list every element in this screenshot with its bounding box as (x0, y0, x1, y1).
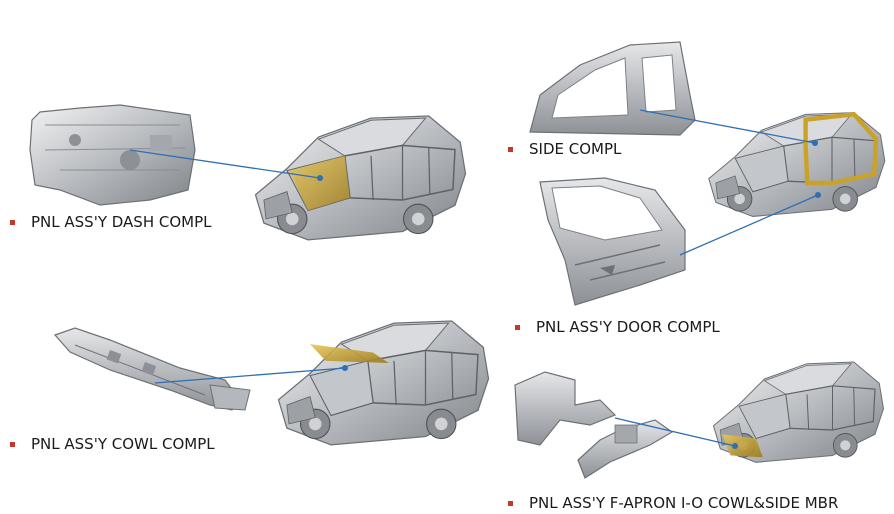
side-label-text: SIDE COMPL (529, 140, 622, 158)
dash-connector (129, 149, 321, 179)
side-panel-icon (529, 41, 696, 136)
car-body-icon (708, 111, 886, 218)
door-label-text: PNL ASS'Y DOOR COMPL (536, 318, 720, 336)
side-connector (639, 109, 816, 144)
car-body-icon (712, 361, 885, 463)
dash-label-text: PNL ASS'Y DASH COMPL (31, 213, 212, 231)
apron-label-text: PNL ASS'Y F-APRON I-O COWL&SIDE MBR (529, 494, 839, 512)
side-connector-dot (812, 140, 818, 146)
apron-connector-dot (732, 443, 738, 449)
dash-label: PNL ASS'Y DASH COMPL (10, 213, 212, 231)
door-connector (679, 194, 819, 256)
apron-label: PNL ASS'Y F-APRON I-O COWL&SIDE MBR (508, 494, 838, 512)
door-connector-dot (815, 192, 821, 198)
door-panel-icon (539, 177, 686, 306)
apron-connector (614, 417, 736, 447)
side-label: SIDE COMPL (508, 140, 621, 158)
cowl-panel-icon (53, 327, 251, 411)
bullet-marker (508, 500, 513, 506)
bullet-marker (508, 146, 513, 152)
cowl-connector (154, 367, 346, 384)
bullet-marker (10, 441, 15, 447)
bullet-marker (515, 324, 520, 330)
dash-panel-icon (29, 104, 196, 206)
cowl-connector-dot (342, 365, 348, 371)
bullet-marker (10, 219, 15, 225)
apron-member-icon (514, 371, 674, 479)
car-body-icon (254, 115, 467, 241)
door-label: PNL ASS'Y DOOR COMPL (515, 318, 720, 336)
cowl-label-text: PNL ASS'Y COWL COMPL (31, 435, 215, 453)
car-body-icon (277, 320, 490, 446)
dash-connector-dot (317, 175, 323, 181)
cowl-label: PNL ASS'Y COWL COMPL (10, 435, 215, 453)
